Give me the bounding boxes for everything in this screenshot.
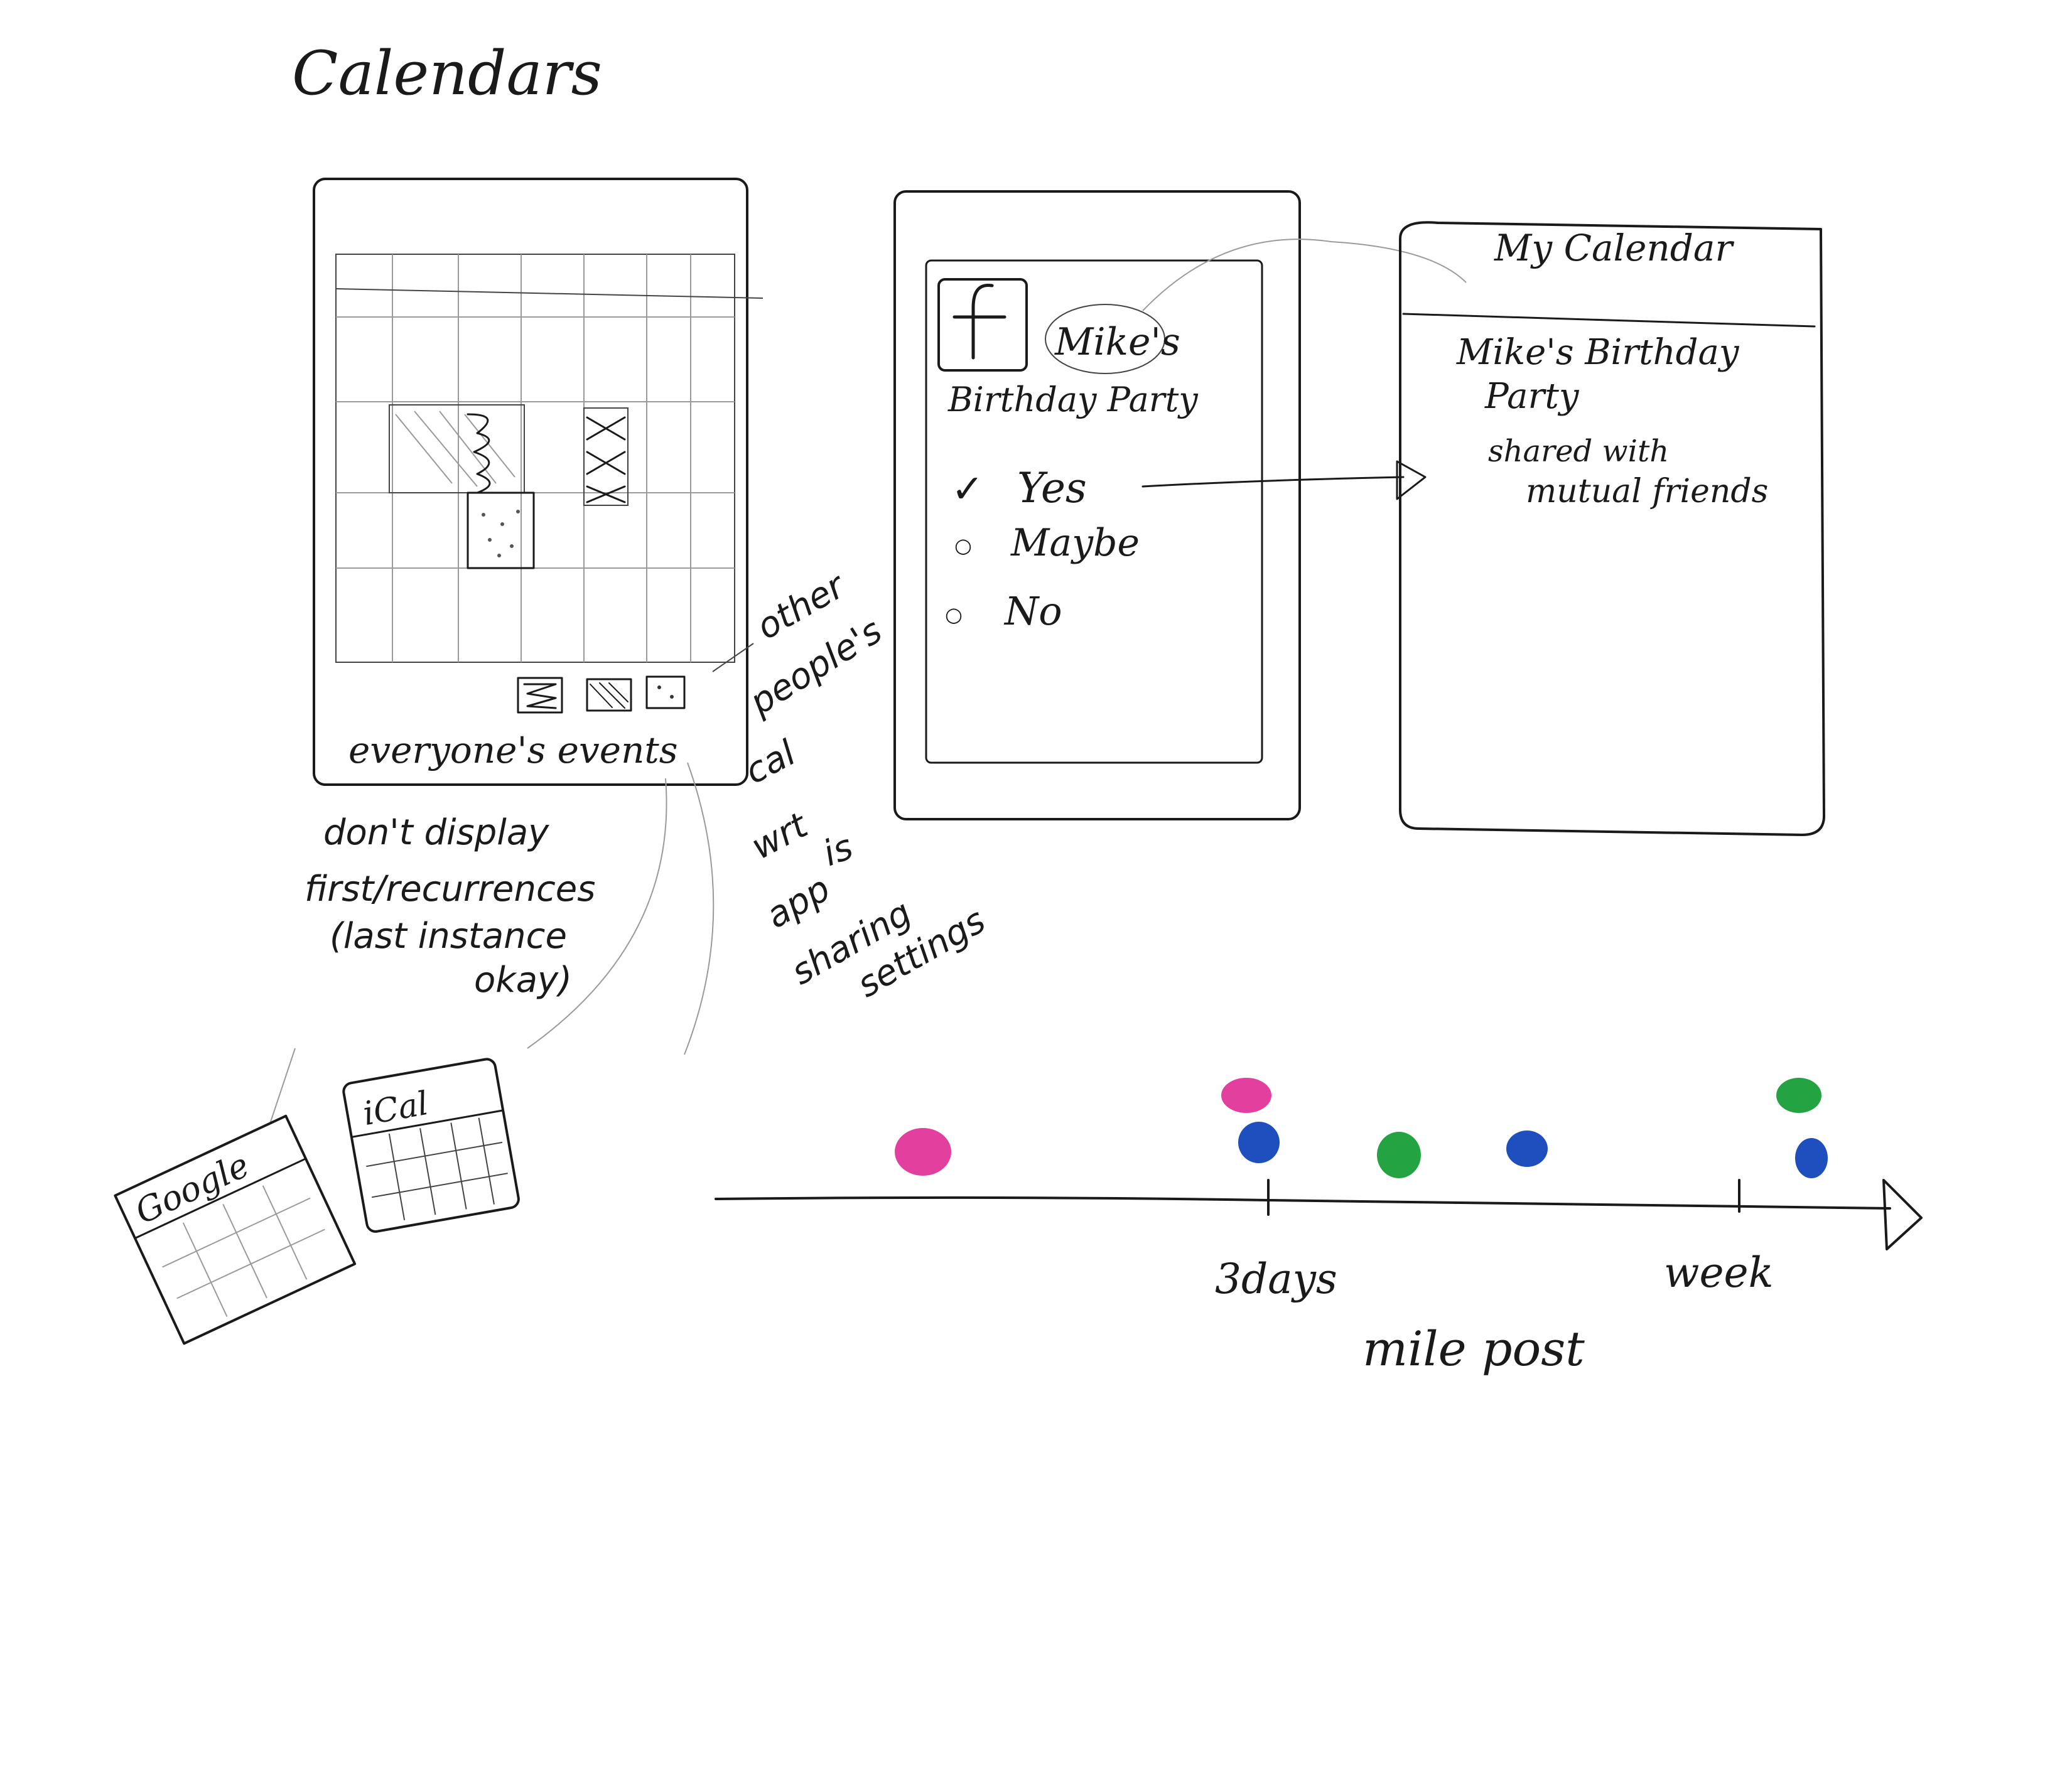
calendar-grid-screen: everyone's events: [313, 178, 764, 786]
calendar-event-line2: Party: [1484, 376, 1580, 417]
recurrence-note-line-2: first/recurrences: [305, 869, 595, 910]
sharing-settings-note: other people's cal wrt is app sharing se…: [738, 565, 992, 1006]
blue-event-dot[interactable]: [1795, 1138, 1828, 1178]
timeline-dots: [895, 1078, 1828, 1178]
event-title-line2: Birthday Party: [947, 380, 1199, 419]
legend-swatch-scribble[interactable]: [517, 677, 563, 714]
event-block-crosshatched-pattern: [586, 416, 626, 503]
event-block-dotted[interactable]: [467, 492, 535, 569]
event-timeline: 3days week mile post: [715, 1078, 1923, 1377]
rsvp-maybe-option[interactable]: ○ Maybe: [954, 521, 1140, 565]
pink-event-dot[interactable]: [1221, 1078, 1271, 1113]
green-event-dot[interactable]: [1776, 1078, 1821, 1113]
calendar-legend: [517, 675, 686, 714]
my-calendar-header: My Calendar: [1494, 227, 1734, 269]
calendar-event-line1: Mike's Birthday: [1456, 332, 1740, 373]
event-block-crosshatched[interactable]: [583, 407, 629, 506]
mile-post-caption: mile post: [1362, 1321, 1585, 1377]
milestone-3days-label: 3days: [1215, 1255, 1337, 1303]
note-line-6: app: [760, 868, 838, 937]
rsvp-no-label: No: [1003, 588, 1062, 634]
rsvp-options: ✓ Yes ○ Maybe ○ No: [945, 464, 1140, 634]
calendar-event-line3: shared with: [1488, 434, 1669, 469]
recurrence-note-line-3: (last instance: [330, 916, 567, 957]
calendar-event-line4: mutual friends: [1526, 473, 1768, 510]
event-title-circle: [1045, 304, 1165, 374]
page-title: Calendars: [292, 38, 602, 109]
pink-event-dot[interactable]: [895, 1128, 951, 1176]
calendar-grid-lines: [336, 254, 735, 662]
legend-swatch-hatched[interactable]: [586, 678, 632, 712]
rsvp-maybe-label: Maybe: [1010, 521, 1140, 565]
milestone-week-label: week: [1664, 1249, 1774, 1297]
everyones-events-caption: everyone's events: [348, 729, 678, 771]
screen2-frame: [893, 190, 1301, 820]
blue-event-dot[interactable]: [1238, 1122, 1280, 1163]
recurrence-note-line-1: don't display: [323, 812, 549, 853]
note-line-5: is: [818, 827, 858, 874]
facebook-logo-box: [937, 278, 1028, 372]
note-line-4: wrt: [745, 804, 815, 868]
event-block-hatched[interactable]: [389, 404, 525, 493]
radio-icon: ○: [945, 603, 963, 626]
event-title-line1: Mike's: [1054, 320, 1180, 364]
rsvp-yes-label: Yes: [1017, 464, 1087, 512]
calendar-grid: [335, 254, 735, 663]
blue-event-dot[interactable]: [1506, 1131, 1548, 1167]
google-label: Google: [129, 1145, 256, 1232]
facebook-icon: [952, 283, 1006, 360]
timeline-arrowhead: [1882, 1179, 1923, 1250]
check-icon: ✓: [951, 466, 984, 512]
yes-to-calendar-arrow: [1141, 460, 1427, 500]
recurrence-note-line-4: okay): [474, 960, 572, 1001]
rsvp-yes-option[interactable]: ✓ Yes: [951, 464, 1087, 512]
google-calendar-icon[interactable]: Google: [114, 1114, 357, 1345]
invite-card: [925, 259, 1263, 764]
screen3-frame: [1399, 221, 1825, 836]
recurrence-note: don't display first/recurrences (last in…: [305, 812, 595, 1001]
event-block-dotted-pattern: [482, 510, 520, 557]
radio-icon: ○: [954, 534, 972, 557]
timeline-axis: [715, 1196, 1891, 1210]
facebook-invite-screen: Mike's Birthday Party ✓ Yes ○ Maybe ○ No: [893, 190, 1301, 820]
my-calendar-screen: My Calendar Mike's Birthday Party shared…: [1399, 221, 1825, 836]
ical-icon[interactable]: iCal: [342, 1058, 520, 1233]
screen1-frame: [313, 178, 748, 786]
event-block-hatched-pattern: [395, 411, 515, 494]
rsvp-no-option[interactable]: ○ No: [945, 588, 1062, 634]
green-event-dot[interactable]: [1377, 1132, 1421, 1178]
legend-swatch-dotted[interactable]: [645, 675, 686, 709]
